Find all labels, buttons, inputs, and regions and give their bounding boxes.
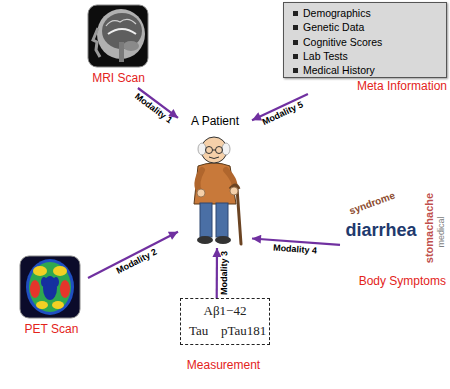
measurement-box: Aβ1−42TaupTau181Measurement — [175, 298, 272, 378]
pet-image-part — [20, 256, 80, 318]
pet-image-part — [60, 280, 70, 298]
modality-label: Modality 3 — [220, 251, 230, 295]
mri-image — [88, 5, 148, 67]
meta-item: Genetic Data — [303, 20, 443, 34]
mri-image-part — [93, 28, 100, 57]
meta-item: Demographics — [303, 6, 443, 20]
modality-label: Modality 5 — [261, 101, 305, 129]
meta-item: Lab Tests — [303, 49, 443, 63]
symptom-word: diarrhea — [345, 221, 416, 241]
pet-image — [20, 256, 80, 318]
patient-figure-part — [237, 188, 241, 244]
patient-figure-part — [230, 187, 238, 195]
meta-item: Medical History — [303, 63, 443, 77]
patient-figure-part — [216, 203, 228, 237]
patient-figure-part — [206, 147, 213, 154]
pet-image-part — [52, 301, 64, 309]
pet-image-part — [30, 280, 40, 298]
mri-image-part — [123, 41, 139, 51]
patient-figure-part — [222, 143, 230, 155]
patient-figure-part — [197, 236, 213, 244]
patient-figure-part — [194, 163, 236, 204]
pet-image-part — [36, 301, 48, 309]
pet-image-part — [53, 266, 67, 276]
modality-caption: Measurement — [175, 358, 272, 372]
modality-label: Modality 1 — [133, 92, 174, 126]
modality-arrow — [88, 232, 178, 278]
bullet-mark — [293, 11, 298, 16]
symptom-word: stomachache — [423, 193, 435, 263]
biomarker-name: Aβ1−42 — [180, 304, 270, 318]
modality-label: Modality 4 — [273, 243, 318, 256]
bullet-mark — [293, 25, 298, 30]
bullet-mark — [293, 68, 298, 73]
patient-figure-part — [209, 157, 219, 159]
modality-caption: PET Scan — [15, 322, 88, 336]
modality-arrow — [252, 238, 340, 244]
mri-image-part — [108, 29, 136, 34]
modality-caption: Body Symptoms — [340, 274, 446, 288]
pet-image-part — [53, 277, 59, 287]
modality-arrow — [216, 248, 218, 298]
mri-image-part — [106, 19, 136, 26]
bullet-mark — [293, 40, 298, 45]
modality-caption: MRI Scan — [85, 71, 152, 85]
biomarker-name: pTau181 — [221, 324, 269, 338]
patient-label: A Patient — [178, 114, 252, 128]
biomarker-name: Tau — [189, 324, 219, 338]
pet-image-part — [29, 262, 71, 312]
pet-image-part — [41, 277, 47, 287]
meta-info-box: DemographicsGenetic DataCognitive Scores… — [283, 2, 447, 94]
patient-node: A Patient — [178, 112, 252, 248]
mri-image-part — [119, 42, 124, 62]
symptom-word: syndrome — [348, 190, 397, 217]
modality-caption: Meta Information — [283, 79, 447, 93]
patient-figure-part — [200, 203, 212, 237]
patient-figure-part — [197, 189, 205, 197]
pet-image-part — [33, 266, 47, 276]
patient-figure-part — [198, 143, 206, 155]
modality-source: PET Scan — [15, 252, 88, 340]
pet-image-part — [26, 259, 74, 315]
patient-figure-part — [213, 150, 216, 151]
bullet-mark — [293, 54, 298, 59]
meta-item: Cognitive Scores — [303, 35, 443, 49]
modality-source: MRI Scan — [85, 3, 152, 88]
patient-figure-part — [215, 236, 231, 244]
mri-image-part — [88, 5, 148, 67]
patient-figure-part — [216, 147, 223, 154]
modality-label: Modality 2 — [115, 247, 159, 276]
symptom-word: medical — [437, 216, 447, 247]
patient-figure — [194, 137, 241, 244]
